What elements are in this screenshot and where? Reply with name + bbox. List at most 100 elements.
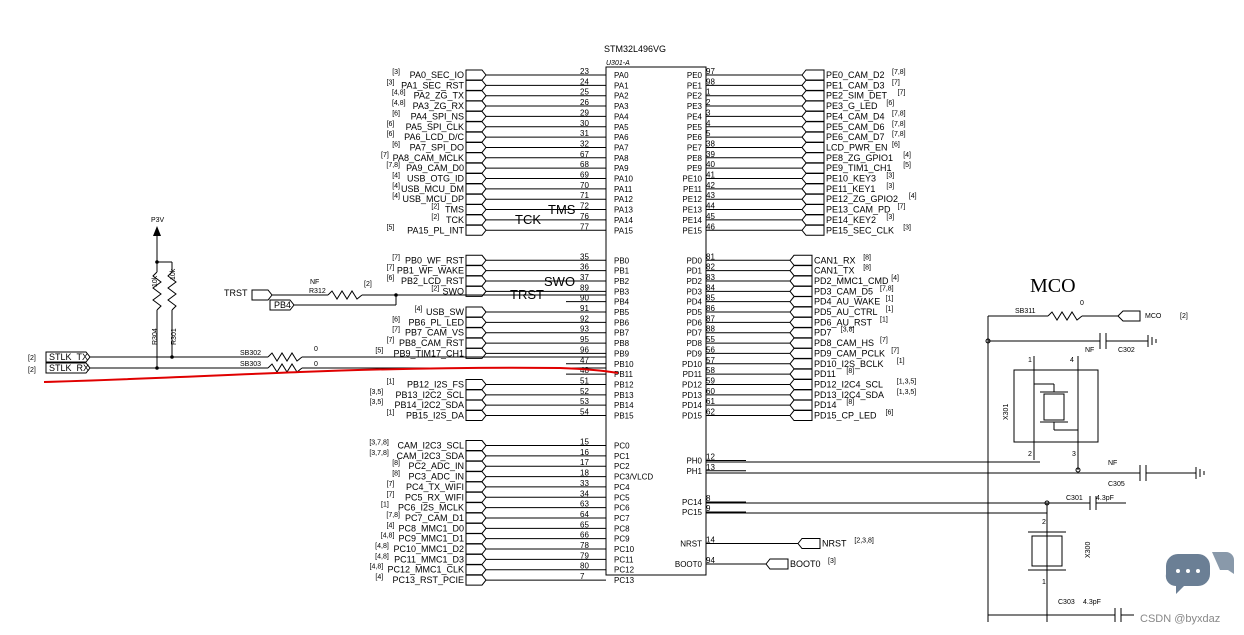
pin-name: PC10 <box>614 545 635 554</box>
sheet-ref: [8] <box>846 399 854 406</box>
pin-name: PH0 <box>686 457 702 466</box>
pin-name: PE12 <box>682 195 702 204</box>
net-label: PA5_SPI_CLK <box>406 122 464 132</box>
r312-resistor <box>327 290 363 300</box>
net-label: PB15_I2S_DA <box>406 411 464 421</box>
pin-name: NRST <box>680 540 702 549</box>
sheet-ref: [8] <box>392 471 400 478</box>
r304-value: 10k <box>152 275 159 287</box>
net-port <box>789 378 813 390</box>
sheet-ref: [3] <box>392 69 400 76</box>
pin-name: PC12 <box>614 566 635 575</box>
pin-number: 41 <box>706 171 715 180</box>
sheet-ref: [1] <box>381 502 389 509</box>
net-label: SWO <box>443 286 465 296</box>
sheet-ref: [7] <box>387 491 395 498</box>
p3v-power-arrow <box>153 226 161 236</box>
sheet-ref: [7] <box>392 254 400 261</box>
net-label: PD15_CP_LED <box>814 411 877 421</box>
net-label: PB1_WF_WAKE <box>397 266 464 276</box>
c305-ref: C305 <box>1108 481 1125 488</box>
sheet-ref: [4,8] <box>375 553 389 560</box>
tms-annotation: TMS <box>548 202 576 217</box>
net-label: PB0_WF_RST <box>405 255 465 265</box>
pin-number: 94 <box>706 556 715 565</box>
pin-name: PA8 <box>614 154 629 163</box>
sheet-ref: [1,3,5] <box>897 389 917 396</box>
net-port <box>789 410 813 422</box>
pin-number: 26 <box>580 98 589 107</box>
sheet-ref: [4] <box>415 306 423 313</box>
net-port <box>465 460 487 472</box>
x301-pin1: 1 <box>1028 357 1032 364</box>
net-port <box>465 512 487 524</box>
sheet-ref: [6] <box>387 131 395 138</box>
c303-ref: C303 <box>1058 599 1075 606</box>
sheet-ref: [7,8] <box>892 69 906 76</box>
net-label: PA0_SEC_IO <box>410 70 464 80</box>
net-label: PE3_G_LED <box>826 101 878 111</box>
sb302-value: 0 <box>314 346 318 353</box>
pin-number: 9 <box>706 504 711 513</box>
pin-number: 16 <box>580 448 589 457</box>
net-port <box>789 296 813 308</box>
pin-number: 86 <box>706 304 715 313</box>
pin-name: PB13 <box>614 391 634 400</box>
pin-name: PC7 <box>614 514 630 523</box>
net-label: PA2_ZG_TX <box>414 91 464 101</box>
net-port <box>465 141 487 153</box>
stlk-tx-label: STLK_TX <box>49 352 88 362</box>
net-port <box>801 110 825 122</box>
trst-sheet: [2] <box>364 281 372 288</box>
pin-name: PC0 <box>614 442 630 451</box>
net-port <box>465 533 487 545</box>
net-port <box>465 152 487 164</box>
net-label: PB8_CAM_RST <box>399 338 465 348</box>
sheet-ref: [6] <box>892 141 900 148</box>
pin-name: PB4 <box>614 298 630 307</box>
pin-number: 61 <box>706 397 715 406</box>
sheet-ref: [7] <box>892 79 900 86</box>
sheet-ref: [7] <box>387 265 395 272</box>
net-port <box>789 358 813 370</box>
net-label: LCD_PWR_EN <box>826 142 888 152</box>
sheet-ref: [3] <box>903 224 911 231</box>
stlk-rx-label: STLK_RX <box>49 363 89 373</box>
pin-name: PD10 <box>682 360 703 369</box>
net-port <box>465 337 487 349</box>
chat-bubble-icon <box>1165 552 1234 594</box>
net-label: CAM_I2C3_SCL <box>397 441 464 451</box>
pin-name: PD14 <box>682 401 703 410</box>
net-label: USB_MCU_DM <box>401 184 464 194</box>
pin-name: PB6 <box>614 318 630 327</box>
pin-number: 55 <box>706 335 715 344</box>
net-label: NRST <box>822 539 847 549</box>
pin-number: 12 <box>706 453 715 462</box>
net-port <box>801 214 825 226</box>
net-port <box>465 265 487 277</box>
watermark-text: CSDN @byxdaz <box>1140 613 1220 625</box>
pin-name: PB8 <box>614 339 630 348</box>
pin-name: PE6 <box>687 133 703 142</box>
tck-annotation: TCK <box>515 212 541 227</box>
net-label: PB6_PL_LED <box>408 317 464 327</box>
pin-name: PH1 <box>686 467 702 476</box>
stlink-uart: [2] [2] STLK_TX STLK_RX SB302 SB303 0 0 <box>28 346 606 374</box>
pin-number: 45 <box>706 212 715 221</box>
pin-number: 4 <box>706 119 711 128</box>
sheet-ref: [6] <box>387 275 395 282</box>
pin-name: PC2 <box>614 462 630 471</box>
net-label: PC13_RST_PCIE <box>392 575 464 585</box>
net-label: PC7_CAM_D1 <box>405 513 464 523</box>
pin-number: 39 <box>706 150 715 159</box>
pin-name: PA0 <box>614 71 629 80</box>
sheet-ref: [4] <box>903 152 911 159</box>
pin-name: PC11 <box>614 555 634 564</box>
sheet-ref: [2,3,8] <box>854 538 874 545</box>
pin-name: PE14 <box>682 216 702 225</box>
pin-number: 96 <box>580 345 589 354</box>
net-label: PA3_ZG_RX <box>413 101 464 111</box>
pin-number: 91 <box>580 304 589 313</box>
net-label: PD10_I2S_BCLK <box>814 359 884 369</box>
pin-number: 2 <box>706 98 711 107</box>
